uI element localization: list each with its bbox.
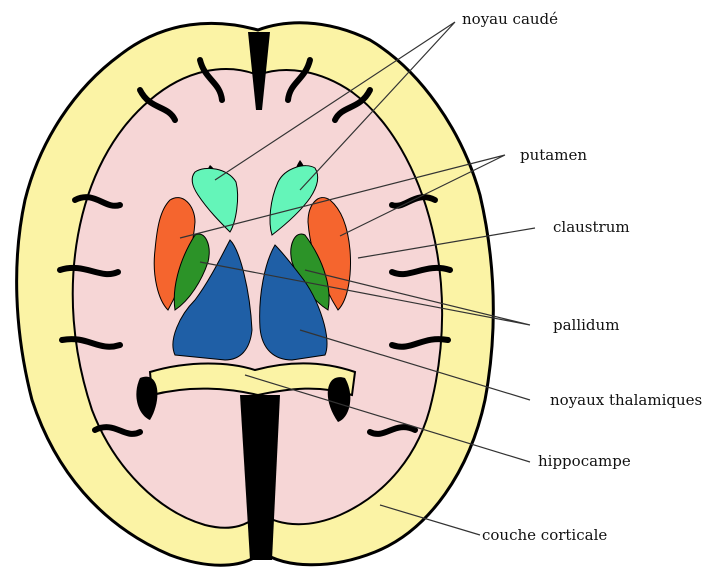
label-cortex: couche corticale (482, 526, 607, 544)
label-pallidum: pallidum (553, 316, 619, 334)
label-caudate: noyau caudé (462, 10, 558, 28)
label-claustrum: claustrum (553, 218, 630, 236)
hippocampus-band (150, 364, 355, 396)
label-putamen: putamen (520, 146, 587, 164)
label-hippocampus: hippocampe (538, 452, 631, 470)
label-thalamus: noyaux thalamiques (550, 391, 702, 409)
